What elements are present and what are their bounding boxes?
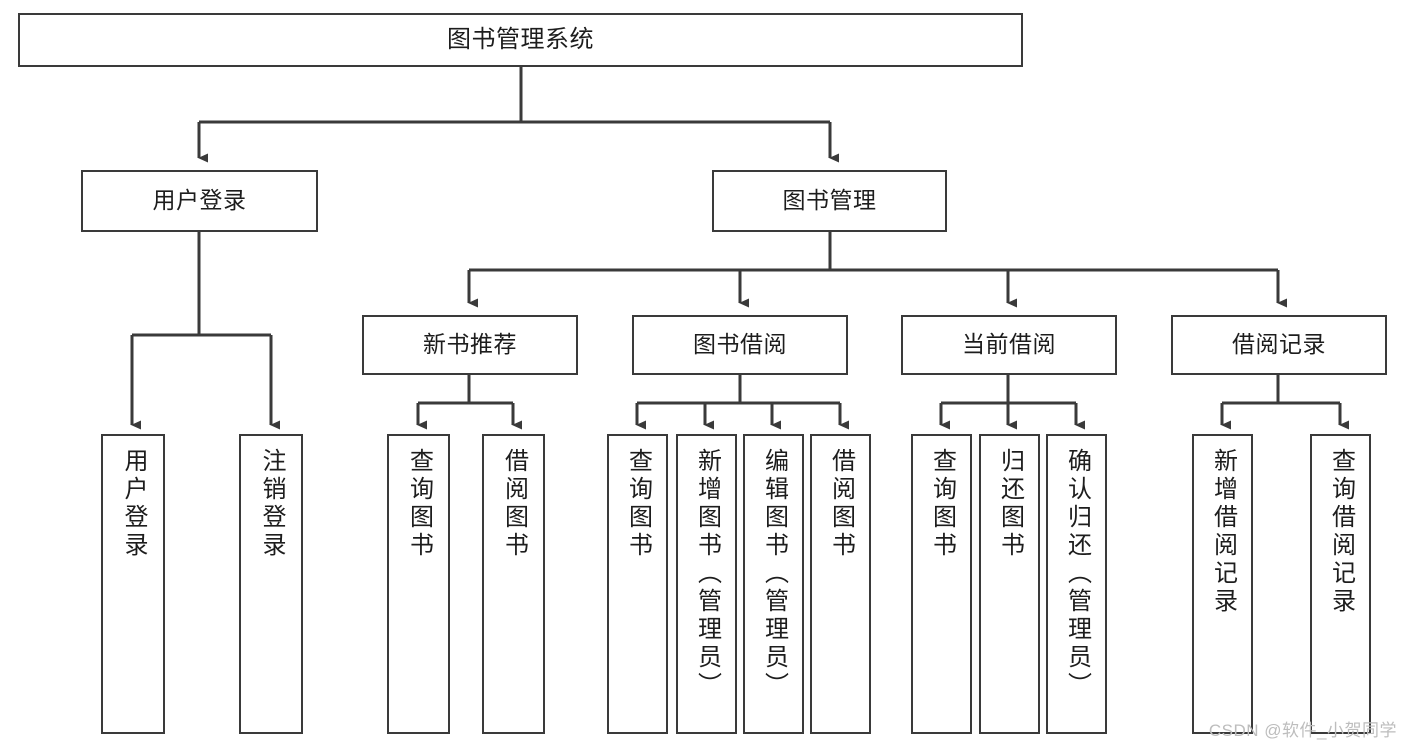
leaf-bb-query-book-label: 查询图书 (624, 448, 652, 560)
node-book-borrow[interactable]: 图书借阅 (632, 315, 848, 375)
leaf-cb-query-book[interactable]: 查询图书 (911, 434, 972, 734)
node-root-system-label: 图书管理系统 (447, 25, 594, 53)
node-book-borrow-label: 图书借阅 (693, 331, 787, 358)
leaf-nbr-borrow-book[interactable]: 借阅图书 (482, 434, 545, 734)
leaf-user-login[interactable]: 用户登录 (101, 434, 165, 734)
node-user-login[interactable]: 用户登录 (81, 170, 318, 232)
leaf-logout-label: 注销登录 (258, 448, 285, 560)
node-borrow-record[interactable]: 借阅记录 (1171, 315, 1387, 375)
leaf-cb-return-book[interactable]: 归还图书 (979, 434, 1040, 734)
node-new-book-recommend[interactable]: 新书推荐 (362, 315, 578, 375)
leaf-cb-confirm-return-admin-label: 确认归还（管理员） (1063, 448, 1091, 700)
leaf-nbr-borrow-book-label: 借阅图书 (500, 448, 528, 560)
leaf-bb-borrow-book-label: 借阅图书 (827, 448, 855, 560)
node-book-management-label: 图书管理 (782, 187, 877, 214)
leaf-bb-query-book[interactable]: 查询图书 (607, 434, 668, 734)
leaf-br-query-record-label: 查询借阅记录 (1327, 448, 1355, 616)
leaf-bb-edit-book-admin-label: 编辑图书（管理员） (760, 448, 788, 700)
node-current-borrow-label: 当前借阅 (962, 331, 1056, 358)
leaf-bb-edit-book-admin[interactable]: 编辑图书（管理员） (743, 434, 804, 734)
leaf-br-add-record[interactable]: 新增借阅记录 (1192, 434, 1253, 734)
node-current-borrow[interactable]: 当前借阅 (901, 315, 1117, 375)
leaf-cb-query-book-label: 查询图书 (928, 448, 956, 560)
node-borrow-record-label: 借阅记录 (1232, 331, 1326, 358)
leaf-bb-add-book-admin-label: 新增图书（管理员） (693, 448, 721, 700)
csdn-watermark: CSDN @软件_小贺同学 (1208, 721, 1397, 740)
node-root-system[interactable]: 图书管理系统 (18, 13, 1023, 67)
leaf-user-login-label: 用户登录 (120, 448, 147, 560)
leaf-br-add-record-label: 新增借阅记录 (1209, 448, 1237, 616)
leaf-nbr-query-book[interactable]: 查询图书 (387, 434, 450, 734)
leaf-bb-borrow-book[interactable]: 借阅图书 (810, 434, 871, 734)
leaf-cb-return-book-label: 归还图书 (996, 448, 1024, 560)
leaf-cb-confirm-return-admin[interactable]: 确认归还（管理员） (1046, 434, 1107, 734)
leaf-logout[interactable]: 注销登录 (239, 434, 303, 734)
node-book-management[interactable]: 图书管理 (712, 170, 947, 232)
node-user-login-label: 用户登录 (152, 187, 247, 214)
leaf-bb-add-book-admin[interactable]: 新增图书（管理员） (676, 434, 737, 734)
node-new-book-recommend-label: 新书推荐 (423, 331, 517, 358)
leaf-br-query-record[interactable]: 查询借阅记录 (1310, 434, 1371, 734)
leaf-nbr-query-book-label: 查询图书 (405, 448, 433, 560)
